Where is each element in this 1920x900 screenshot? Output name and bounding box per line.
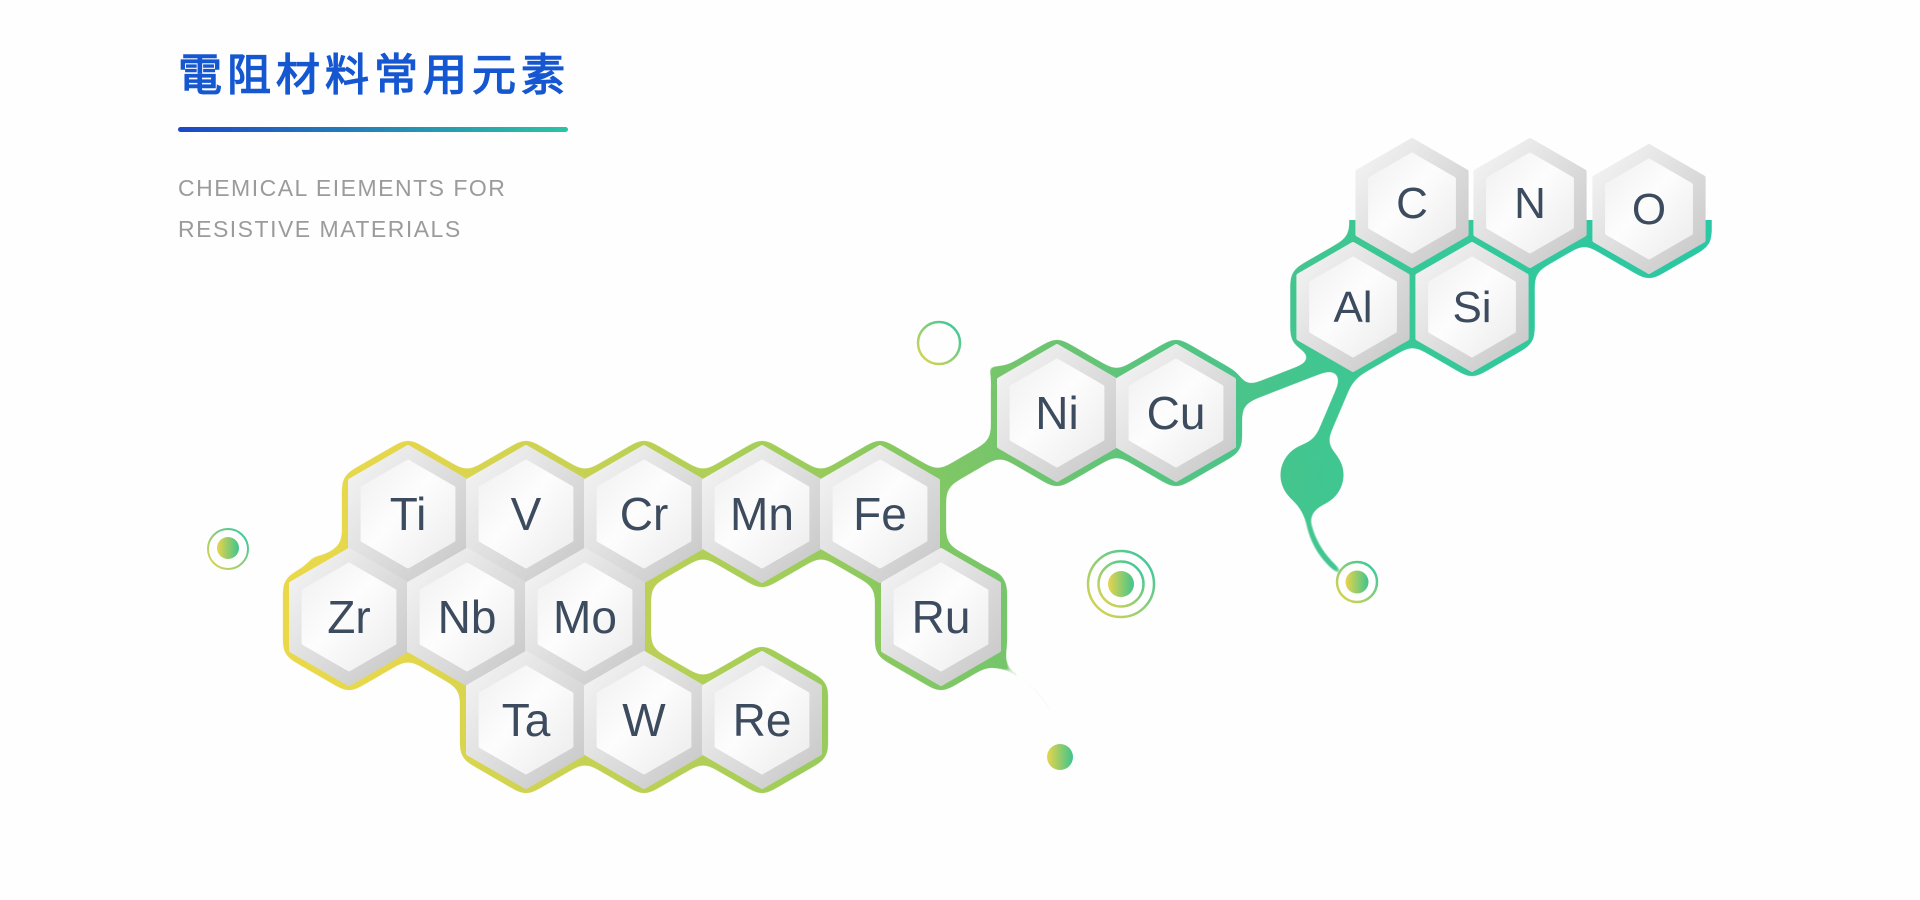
element-tile-Fe: Fe	[820, 445, 940, 583]
element-symbol: Ni	[1035, 387, 1078, 439]
element-tile-C: C	[1355, 138, 1469, 268]
element-symbol: O	[1632, 185, 1666, 234]
element-symbol: C	[1396, 179, 1428, 228]
element-tile-Cu: Cu	[1116, 344, 1236, 482]
element-tile-Ru: Ru	[881, 548, 1001, 686]
decoration-bottom-dot	[1047, 744, 1073, 770]
element-symbol: Mo	[553, 591, 617, 643]
title-divider	[178, 127, 568, 132]
element-symbol: Re	[733, 694, 792, 746]
decoration-upper-open-ring	[916, 320, 962, 366]
subtitle-line-2: RESISTIVE MATERIALS	[178, 216, 462, 242]
element-symbol: Si	[1452, 283, 1491, 332]
decoration-right-ring-dot	[1335, 560, 1379, 604]
element-symbol: W	[622, 694, 666, 746]
element-tile-Mn: Mn	[702, 445, 822, 583]
element-symbol: Zr	[327, 591, 370, 643]
element-tile-Ta: Ta	[466, 651, 586, 789]
decoration-left-ring-dot	[207, 528, 249, 570]
element-tile-Cr: Cr	[584, 445, 704, 583]
element-tile-Ti: Ti	[348, 445, 468, 583]
page-title: 電阻材料常用元素	[178, 51, 570, 100]
element-symbol: Ru	[912, 591, 971, 643]
element-symbol: Al	[1333, 283, 1372, 332]
element-tile-Si: Si	[1415, 242, 1529, 372]
element-symbol: Ta	[502, 694, 551, 746]
element-tile-Nb: Nb	[407, 548, 527, 686]
element-tile-Al: Al	[1296, 242, 1410, 372]
element-symbol: Cu	[1147, 387, 1206, 439]
element-tile-W: W	[584, 651, 704, 789]
element-tile-O: O	[1592, 144, 1706, 274]
element-tile-V: V	[466, 445, 586, 583]
decoration-double-ring-dot	[1086, 549, 1156, 619]
page-subtitle: CHEMICAL EIEMENTS FOR RESISTIVE MATERIAL…	[178, 168, 638, 250]
element-symbol: Fe	[853, 488, 907, 540]
element-symbol: Ti	[390, 488, 427, 540]
element-symbol: V	[511, 488, 542, 540]
element-tile-Re: Re	[702, 651, 822, 789]
element-symbol: Mn	[730, 488, 794, 540]
element-tile-Ni: Ni	[997, 344, 1117, 482]
subtitle-line-1: CHEMICAL EIEMENTS FOR	[178, 175, 507, 201]
element-tile-Mo: Mo	[525, 548, 645, 686]
element-symbol: Nb	[438, 591, 497, 643]
element-tile-Zr: Zr	[289, 548, 409, 686]
element-tile-N: N	[1473, 138, 1587, 268]
element-symbol: N	[1514, 179, 1546, 228]
element-symbol: Cr	[620, 488, 669, 540]
header: 電阻材料常用元素 CHEMICAL EIEMENTS FOR RESISTIVE…	[178, 40, 638, 250]
